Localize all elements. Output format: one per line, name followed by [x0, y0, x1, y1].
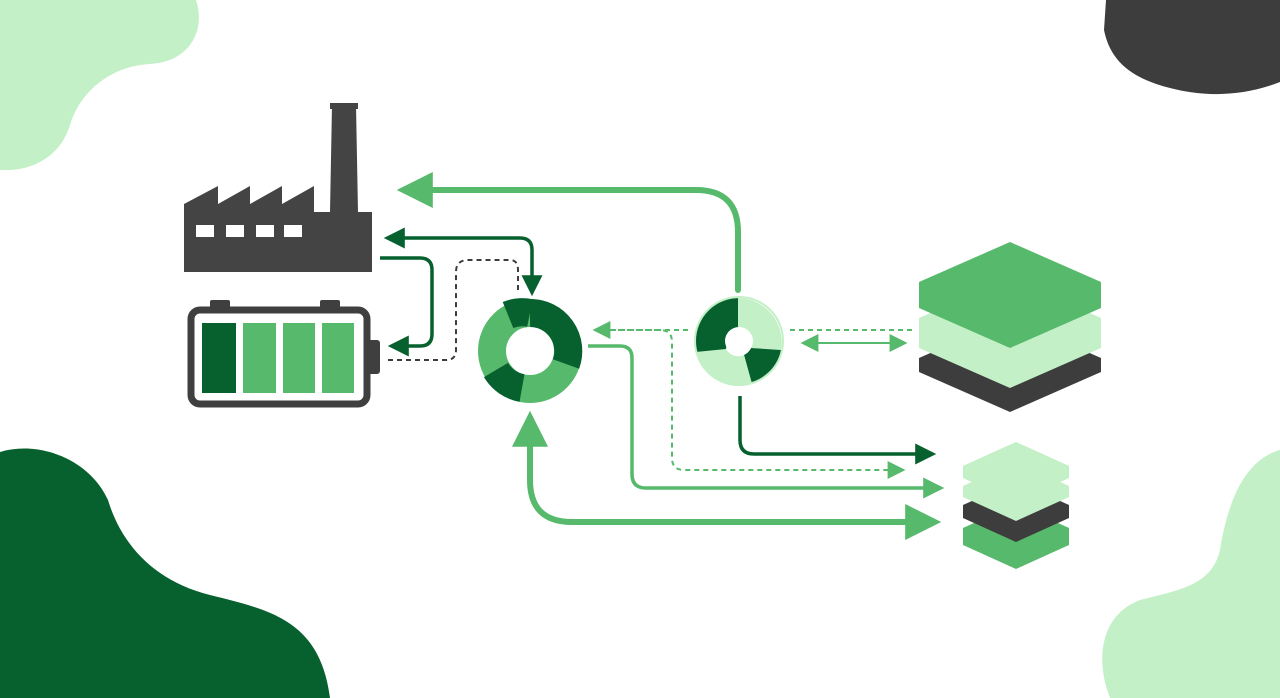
- hub-primary-ring-icon: [478, 298, 583, 403]
- battery-cell: [202, 323, 236, 393]
- factory-icon: [184, 103, 372, 272]
- hub-secondary-ring-icon: [694, 296, 784, 387]
- corner-blob-bottom-left: [0, 448, 330, 698]
- corner-blob-top-left: [0, 0, 199, 171]
- corner-blob-bottom-right: [1102, 450, 1280, 698]
- connector-battery-hub-primary: [388, 259, 519, 361]
- battery-cell: [283, 323, 315, 393]
- battery-cell: [322, 323, 354, 393]
- connector-hub-secondary-to-factory: [396, 172, 741, 293]
- corner-blob-top-right: [1104, 0, 1280, 95]
- connector-hub-secondary-to-storage-small: [738, 396, 937, 465]
- battery-icon: [187, 300, 380, 408]
- connector-factory-to-battery: [380, 256, 434, 357]
- storage-small-stack-icon: [963, 442, 1069, 569]
- connector-storage-small-hub-primary: [512, 410, 942, 540]
- battery-cell: [243, 323, 276, 393]
- storage-large-stack-icon: [919, 242, 1101, 412]
- connector-factory-hub-primary: [383, 227, 543, 297]
